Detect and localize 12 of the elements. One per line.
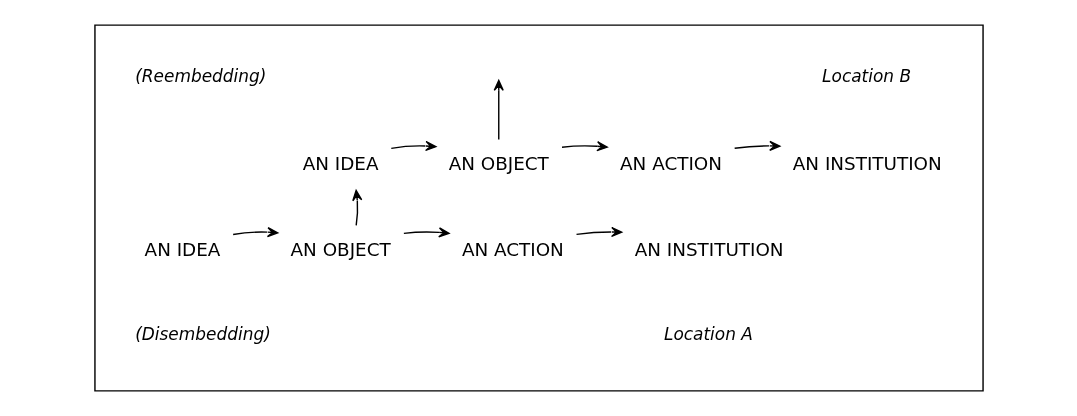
label: (Disembedding)	[134, 324, 271, 345]
label: (Reembedding)	[134, 65, 266, 86]
node-text: AN OBJECT	[448, 152, 549, 174]
node-text: AN IDEA	[302, 152, 379, 174]
node-text: AN INSTITUTION	[792, 152, 942, 174]
node-text: AN ACTION	[461, 238, 564, 260]
label: Location A	[663, 324, 753, 345]
node-text: AN INSTITUTION	[634, 238, 784, 260]
node-text: AN ACTION	[619, 152, 722, 174]
node-text: AN OBJECT	[290, 238, 391, 260]
label: Location B	[821, 65, 911, 86]
node-text: AN IDEA	[144, 238, 220, 260]
